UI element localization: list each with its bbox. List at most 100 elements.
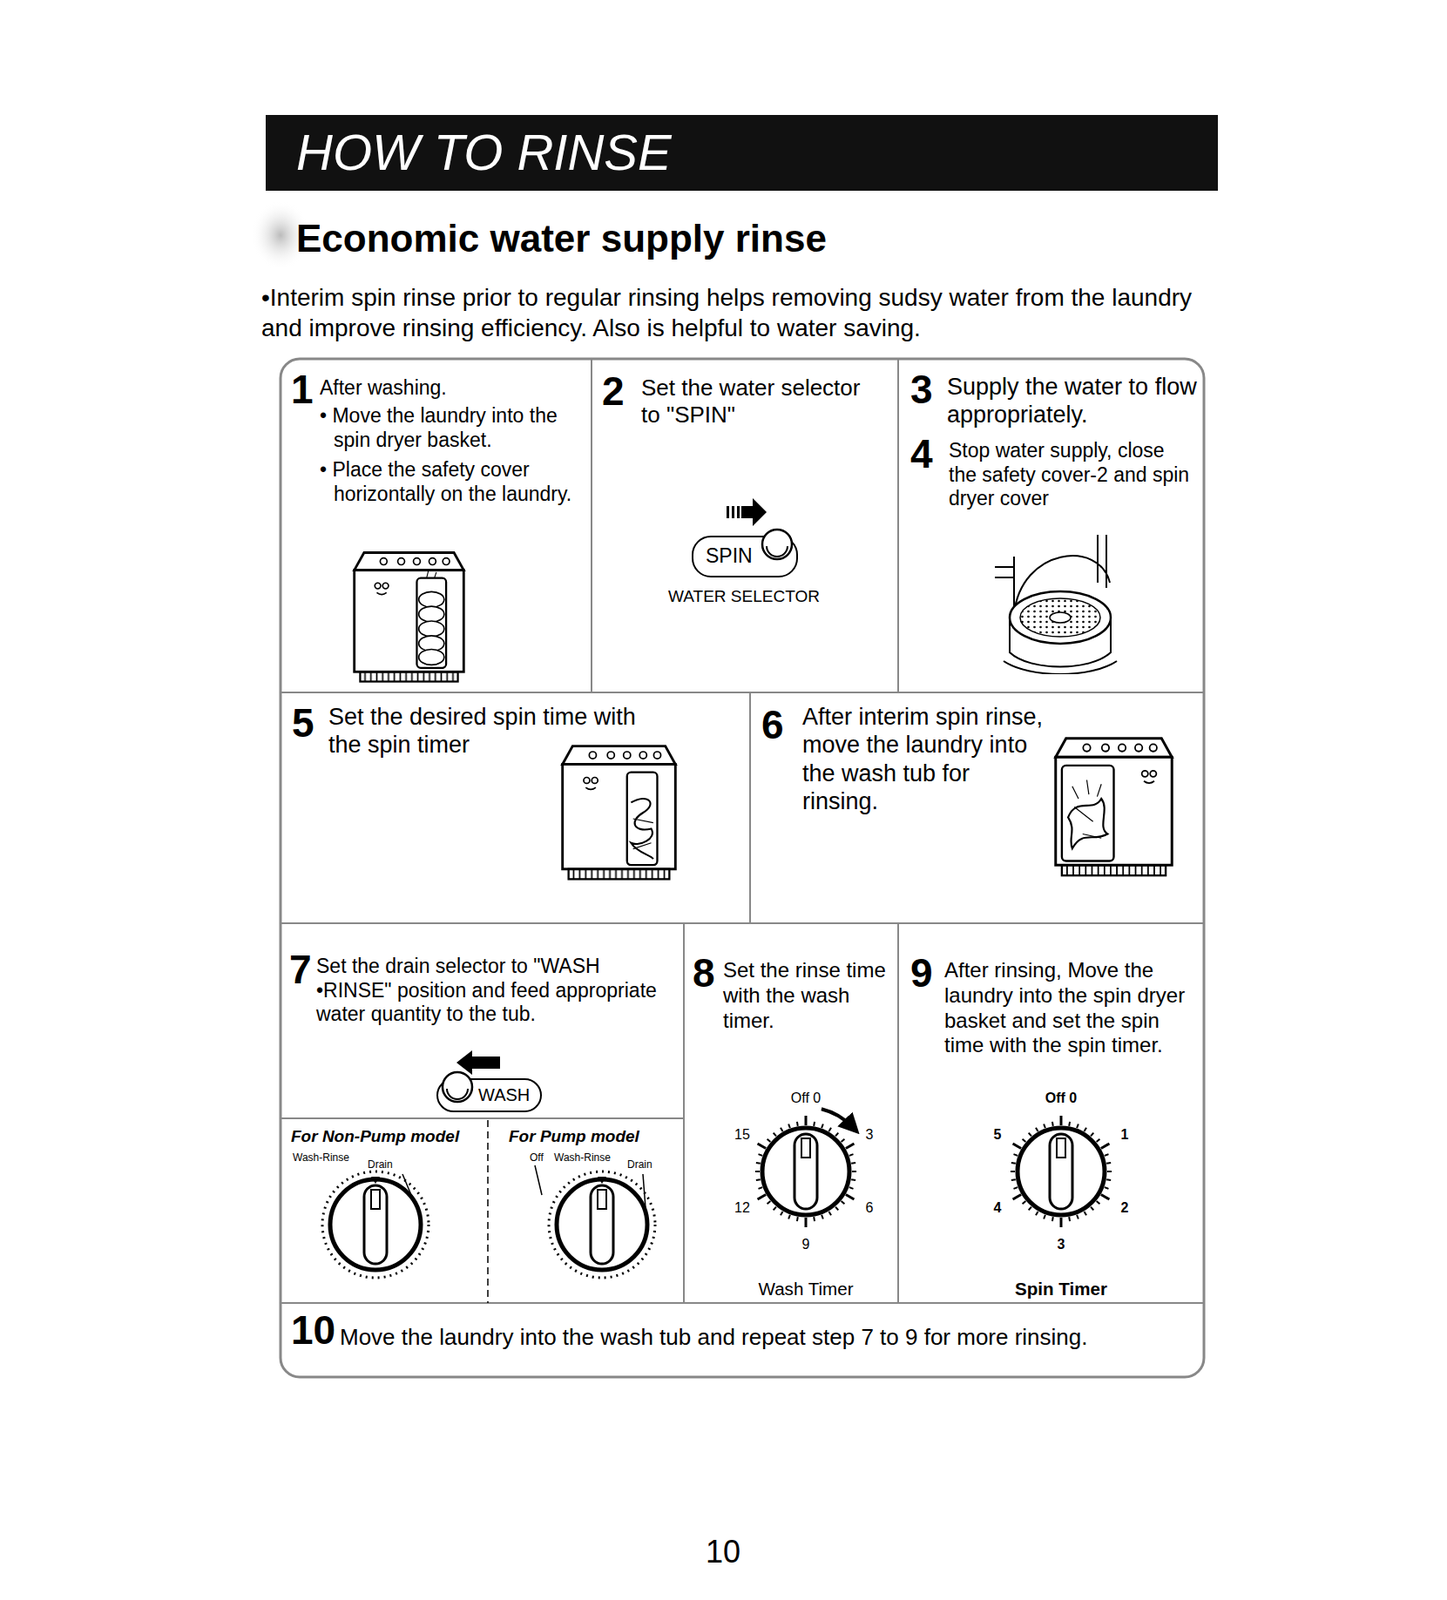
dial-indicator: [1056, 1138, 1066, 1158]
step-text: After interim spin rinse, move the laund…: [802, 703, 1051, 817]
dial-ring: [556, 1179, 648, 1271]
dial-scale-number: 4: [993, 1199, 1002, 1217]
dial-tick: [1090, 1207, 1094, 1211]
dial-tick: [1076, 1215, 1079, 1220]
step-cell: 9After rinsing, Move the laundry into th…: [898, 923, 1204, 1304]
dial-tick: [812, 1122, 816, 1127]
dial-scale-number: 9: [802, 1236, 811, 1253]
dial-knob: [1049, 1134, 1073, 1210]
dial-tick: [796, 1217, 799, 1222]
dial-tick: [1084, 1211, 1088, 1216]
direction-arrow: [456, 1050, 501, 1076]
dial-tick: [756, 1162, 761, 1165]
dial-tick: [767, 1139, 771, 1143]
dial-tick: [767, 1201, 771, 1204]
dial-tick: [1101, 1143, 1110, 1150]
dial-tick: [1013, 1195, 1022, 1201]
dial-tick: [1010, 1170, 1015, 1173]
step-number: 6: [761, 704, 785, 745]
dial-tick: [1090, 1133, 1094, 1137]
step-text: WATER SELECTOR: [668, 587, 820, 608]
step-number: 4: [910, 433, 934, 474]
step-text: Wash Timer: [758, 1278, 854, 1301]
step-text: Set the drain selector to "WASH •RINSE" …: [316, 954, 678, 1028]
section-heading: Economic water supply rinse: [296, 219, 1211, 258]
dial-tick: [1101, 1195, 1110, 1201]
page-number: 10: [705, 1533, 741, 1571]
step-number: 9: [910, 953, 934, 994]
dial-tick: [841, 1139, 846, 1143]
step-text: Wash-Rinse: [554, 1151, 611, 1164]
steps-frame: [280, 358, 1204, 1378]
leader-line: [402, 1174, 420, 1217]
dial-tick: [845, 1195, 855, 1201]
step-cell: 6 After interim spin rinse, move the laun…: [750, 692, 1204, 924]
step-number: 1: [290, 369, 314, 410]
dial-tick: [835, 1207, 839, 1211]
page-title: HOW TO RINSE: [296, 121, 672, 183]
dial-tick: [1043, 1123, 1046, 1129]
selector-knob: [759, 527, 795, 562]
dial-scale-number: 1: [1121, 1126, 1130, 1143]
washer-figure: [1055, 728, 1172, 876]
dial-tick: [773, 1207, 777, 1211]
step-text: Supply the water to flow appropriately.: [946, 372, 1198, 430]
dial-indicator: [597, 1190, 607, 1210]
direction-arrow: [726, 498, 767, 527]
dial-tick: [788, 1215, 791, 1220]
dial-tick: [841, 1201, 846, 1204]
step-text: Off: [529, 1151, 544, 1164]
dial-indicator: [801, 1138, 811, 1158]
dial-tick: [1022, 1139, 1027, 1143]
dial-indicator: [371, 1190, 380, 1210]
dial-tick: [1028, 1207, 1032, 1211]
dial-tick: [773, 1133, 777, 1137]
dial-tick: [849, 1187, 854, 1190]
dial-tick: [1011, 1178, 1016, 1182]
dial-tick: [821, 1215, 824, 1220]
selector-button: WASH: [436, 1078, 542, 1113]
step-number: 2: [601, 371, 625, 412]
turn-arrow: [821, 1108, 852, 1127]
dial-tick: [1013, 1154, 1018, 1157]
dial-tick: [1022, 1201, 1027, 1204]
dial-scale-number: 12: [734, 1199, 751, 1217]
dial-tick: [1013, 1143, 1022, 1150]
step-text: Spin Timer: [1014, 1278, 1108, 1301]
dial-tick: [796, 1122, 799, 1127]
dial-tick: [757, 1187, 763, 1190]
model-panel: For Pump modelOffWash-RinseDrain: [487, 1118, 684, 1304]
dial-tick: [757, 1143, 767, 1150]
dial-ring: [1017, 1128, 1105, 1216]
dial-tick: [788, 1123, 791, 1129]
dial-tick: [1028, 1133, 1032, 1137]
dial-tick: [1076, 1123, 1079, 1129]
dial-scale-number: 3: [1057, 1236, 1066, 1253]
step-cell: 10Move the laundry into the wash tub and…: [280, 1303, 1204, 1378]
dial-ring: [330, 1179, 421, 1271]
dial-tick: [1051, 1122, 1055, 1127]
dial-scale-number: 3: [865, 1126, 874, 1143]
step-text: After washing.: [319, 376, 582, 401]
selector-button: SPIN: [691, 535, 798, 578]
dial-scale-number: Off 0: [791, 1089, 821, 1107]
dial-tick: [1104, 1154, 1109, 1157]
step-number: 10: [290, 1310, 336, 1351]
dial-tick: [780, 1211, 784, 1216]
model-divider: [486, 1120, 489, 1304]
dial-tick: [1043, 1215, 1046, 1220]
step-cell: 5Set the desired spin time with the spin…: [280, 692, 751, 924]
dial-tick: [845, 1143, 855, 1150]
dial-pointer: [371, 1176, 380, 1184]
dial-tick: [829, 1211, 832, 1216]
dial-pointer: [597, 1176, 607, 1184]
washer-figure: [562, 746, 677, 880]
step-cell: 1After washing.• Move the laundry into t…: [280, 358, 592, 693]
dial-scale-number: Off 0: [1045, 1089, 1077, 1107]
dial-knob: [794, 1134, 818, 1210]
step-number: 8: [692, 953, 716, 994]
dial-scale-dots: [322, 1171, 429, 1278]
dial-tick: [1107, 1170, 1112, 1173]
dial-tick: [1035, 1128, 1039, 1132]
